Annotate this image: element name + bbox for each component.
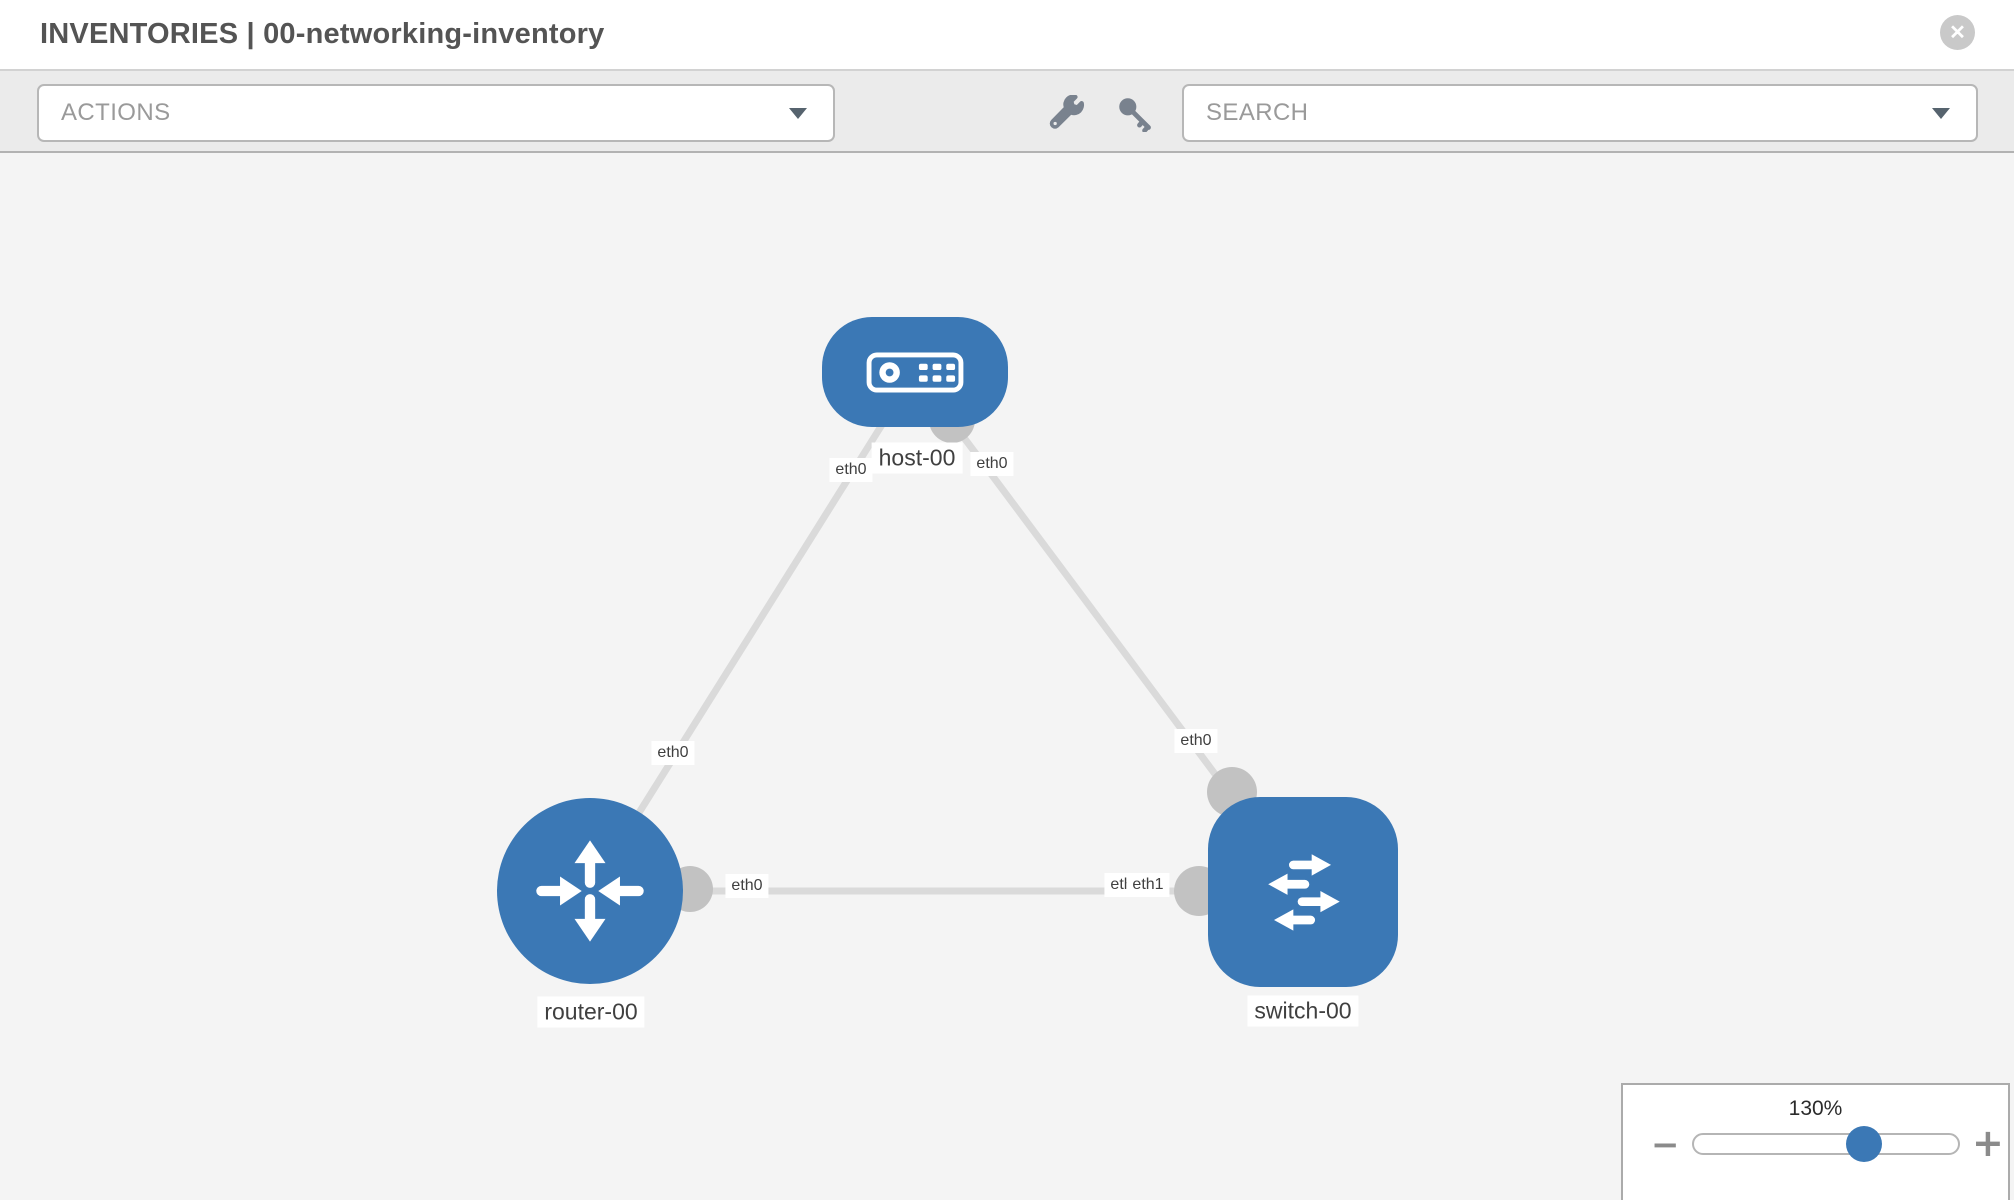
wrench-icon xyxy=(1049,95,1085,129)
search-dropdown-label: SEARCH xyxy=(1206,99,1309,126)
key-icon xyxy=(1119,98,1151,132)
iface-label-host-eth0-left: eth0 xyxy=(829,458,873,482)
iface-label-router-eth0-top: eth0 xyxy=(651,741,695,765)
router-arrows-icon xyxy=(536,840,644,942)
switch-arrows-icon xyxy=(1268,854,1340,931)
server-icon xyxy=(866,351,964,393)
node-router-00[interactable] xyxy=(497,798,683,984)
zoom-slider-knob[interactable] xyxy=(1846,1126,1882,1162)
header: INVENTORIES | 00-networking-inventory ✕ xyxy=(0,0,2014,71)
node-label-host: host-00 xyxy=(871,442,963,474)
toolbar: ACTIONS SEARCH xyxy=(0,71,2014,153)
credentials-button[interactable] xyxy=(1115,94,1155,134)
iface-label-host-eth0-right: eth0 xyxy=(970,452,1014,476)
actions-dropdown[interactable]: ACTIONS xyxy=(37,84,835,142)
close-icon: ✕ xyxy=(1949,22,1966,44)
chevron-down-icon xyxy=(789,107,807,119)
zoom-level: 130% xyxy=(1788,1097,1843,1120)
node-label-switch: switch-00 xyxy=(1247,995,1359,1027)
close-button[interactable]: ✕ xyxy=(1940,15,1975,50)
zoom-out-button[interactable]: − xyxy=(1651,1125,1680,1165)
node-host-00[interactable] xyxy=(822,317,1008,427)
iface-label-switch-eth0-top: eth0 xyxy=(1174,729,1218,753)
configure-button[interactable] xyxy=(1047,93,1087,133)
search-dropdown[interactable]: SEARCH xyxy=(1182,84,1978,142)
node-label-router: router-00 xyxy=(537,996,645,1028)
zoom-slider[interactable] xyxy=(1692,1126,1960,1162)
node-switch-00[interactable] xyxy=(1208,797,1398,987)
zoom-panel: 130% − + xyxy=(1621,1083,2010,1200)
zoom-in-button[interactable]: + xyxy=(1972,1121,2004,1165)
iface-label-switch-eth1-front: eth1 xyxy=(1126,873,1170,897)
chevron-down-icon xyxy=(1932,107,1950,119)
actions-dropdown-label: ACTIONS xyxy=(61,99,171,126)
page-title: INVENTORIES | 00-networking-inventory xyxy=(40,18,605,50)
iface-label-router-eth0-right: eth0 xyxy=(725,874,769,898)
